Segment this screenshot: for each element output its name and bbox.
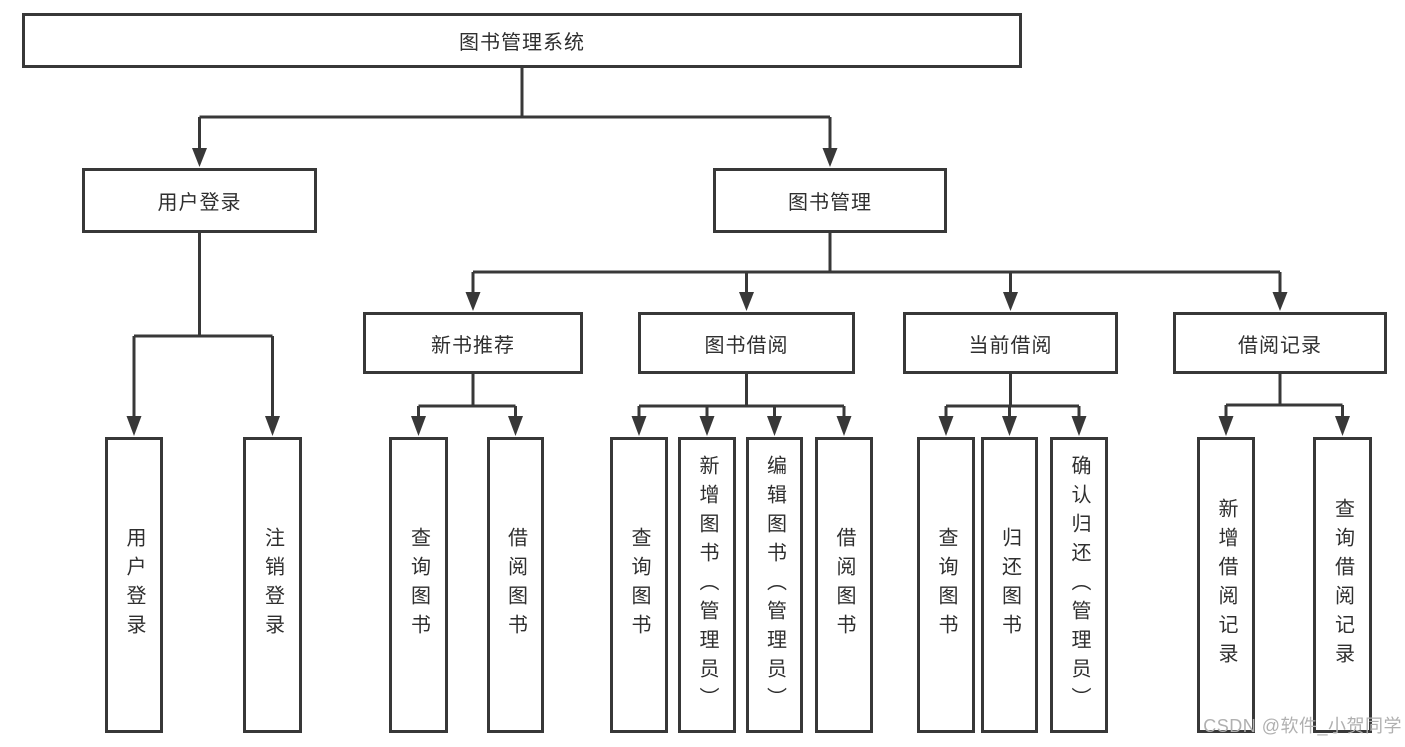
- node-leaf-query-books-2: 查询图书: [610, 437, 668, 733]
- node-current-borrow: 当前借阅: [903, 312, 1118, 374]
- node-leaf-add-borrow-record: 新增借阅记录: [1197, 437, 1255, 733]
- node-leaf-return-book: 归还图书: [981, 437, 1038, 733]
- node-leaf-edit-book-admin: 编辑图书（管理员）: [746, 437, 803, 733]
- arrowheads: [126, 148, 1350, 436]
- node-book-management: 图书管理: [713, 168, 947, 233]
- csdn-watermark: CSDN @软件_小贺同学: [1203, 716, 1402, 736]
- node-leaf-query-books-1: 查询图书: [389, 437, 448, 733]
- node-library-management-system: 图书管理系统: [22, 13, 1022, 68]
- node-book-borrow: 图书借阅: [638, 312, 855, 374]
- node-leaf-query-books-3: 查询图书: [917, 437, 975, 733]
- node-leaf-confirm-return-admin: 确认归还（管理员）: [1050, 437, 1108, 733]
- node-leaf-user-login: 用户登录: [105, 437, 163, 733]
- connector-group: [132, 68, 1344, 422]
- node-leaf-borrow-books-1: 借阅图书: [487, 437, 544, 733]
- node-leaf-query-borrow-record: 查询借阅记录: [1313, 437, 1372, 733]
- node-new-book-recommend: 新书推荐: [363, 312, 583, 374]
- node-leaf-add-book-admin: 新增图书（管理员）: [678, 437, 736, 733]
- node-user-login-group: 用户登录: [82, 168, 317, 233]
- node-borrow-records: 借阅记录: [1173, 312, 1387, 374]
- node-leaf-borrow-books-2: 借阅图书: [815, 437, 873, 733]
- node-leaf-logout: 注销登录: [243, 437, 302, 733]
